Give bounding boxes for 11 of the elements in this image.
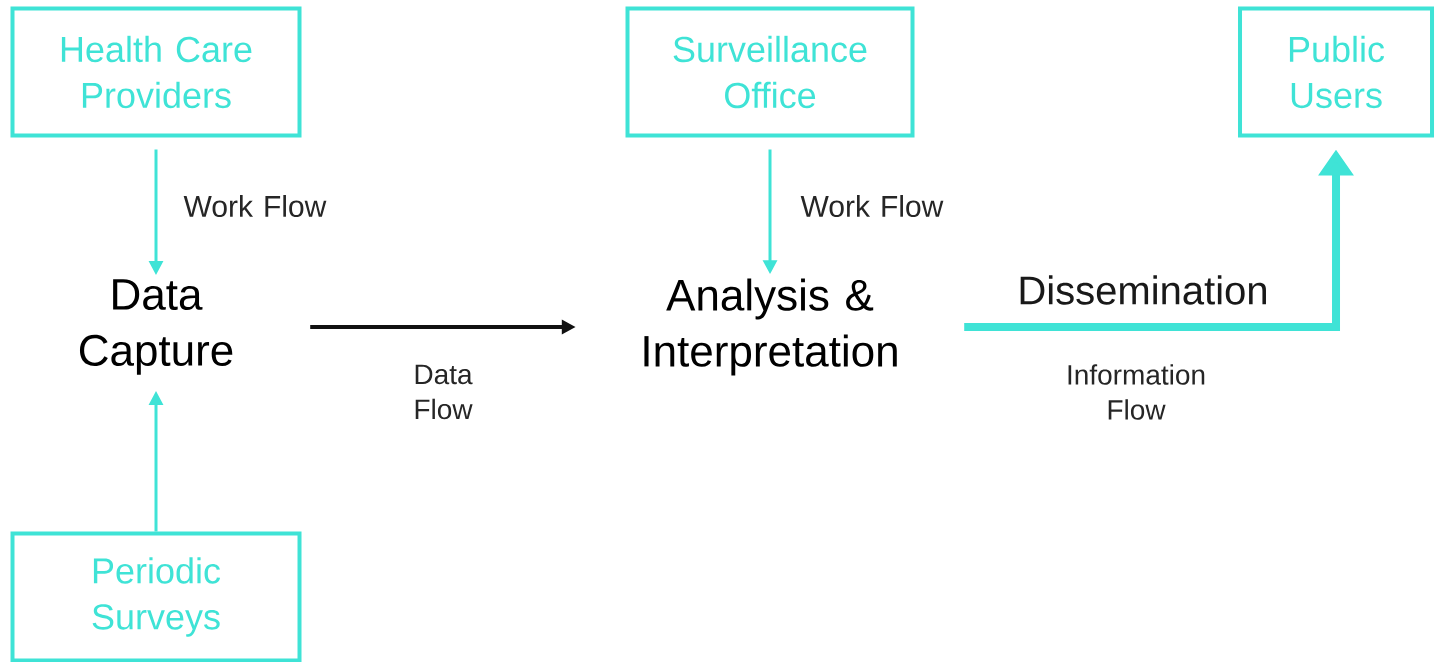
edge-label: Data Flow (415, 364, 473, 420)
process-box: Periodic Surveys (10, 531, 302, 662)
process-label: Analysis & Interpretation (644, 278, 897, 376)
edge-label: Work Flow (800, 195, 944, 218)
edge-label: Information Flow (1068, 364, 1205, 420)
process-box: Public Users (1238, 6, 1434, 138)
flow-title: Dissemination (1020, 275, 1266, 305)
process-label: Data Capture (79, 279, 233, 375)
process-box: Health Care Providers (10, 6, 302, 138)
process-box: Surveillance Office (625, 6, 915, 138)
edge-label: Work Flow (183, 195, 327, 218)
